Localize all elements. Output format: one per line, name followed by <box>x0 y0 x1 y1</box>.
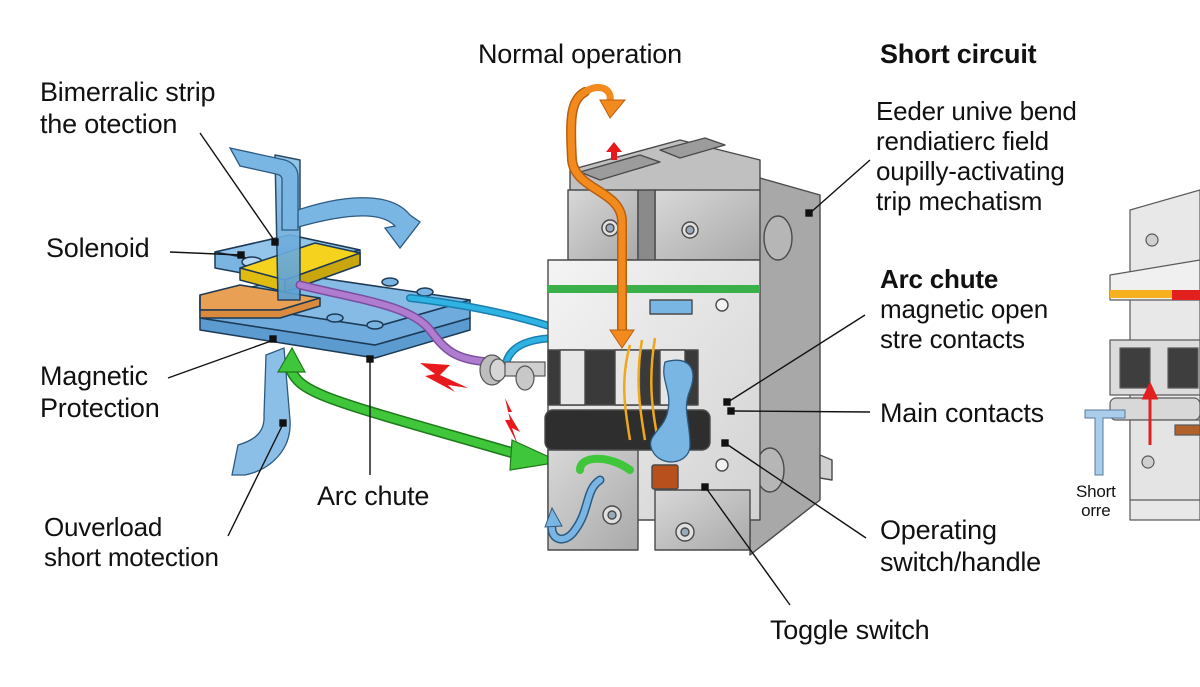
short-circuit-t-bar-icon <box>1084 409 1126 476</box>
arc-chute-label-bottom: Arc chute <box>317 481 430 511</box>
trip-button <box>651 464 679 490</box>
spark-icon <box>420 363 468 392</box>
arc-chute-label-right: Arc chute magnetic open stre contacts <box>880 264 1048 354</box>
magnetic-protection-label: Magnetic Protection <box>40 361 160 423</box>
green-hook-icon <box>576 454 634 474</box>
connector-rollers <box>479 354 546 391</box>
toggle-switch-label: Toggle switch <box>770 615 930 645</box>
trip-mechanism-assembly <box>199 154 471 359</box>
red-up-arrow-icon <box>1141 381 1159 445</box>
secondary-circuit-breaker <box>1109 189 1200 521</box>
overload-strip-icon <box>231 347 291 476</box>
operating-handle-label: Operating switch/handle <box>880 515 1041 577</box>
solenoid-label: Solenoid <box>46 233 150 263</box>
normal-operation-title: Normal operation <box>478 39 682 69</box>
short-circuit-title: Short circuit <box>880 39 1037 69</box>
leader-lines <box>167 132 871 606</box>
green-double-arrow-icon <box>276 346 563 471</box>
strip-top-arrow-icon <box>228 147 299 231</box>
bimetallic-strip-label: Bimerralic strip the otection <box>40 77 216 139</box>
spark-icon <box>505 398 520 445</box>
red-up-arrow-icon <box>606 142 622 160</box>
short-circuit-description: Eeder unive bend rendiatierc field oupil… <box>876 96 1077 216</box>
main-contacts-label: Main contacts <box>880 398 1044 428</box>
overload-protection-label: Ouverload short motection <box>44 512 219 572</box>
short-small-label: Short orre <box>1076 482 1116 520</box>
orange-current-arrow-icon <box>566 84 635 349</box>
operating-lever-icon <box>649 359 694 463</box>
arc-chute-coils <box>622 337 660 441</box>
curved-arrow-icon <box>291 197 421 250</box>
